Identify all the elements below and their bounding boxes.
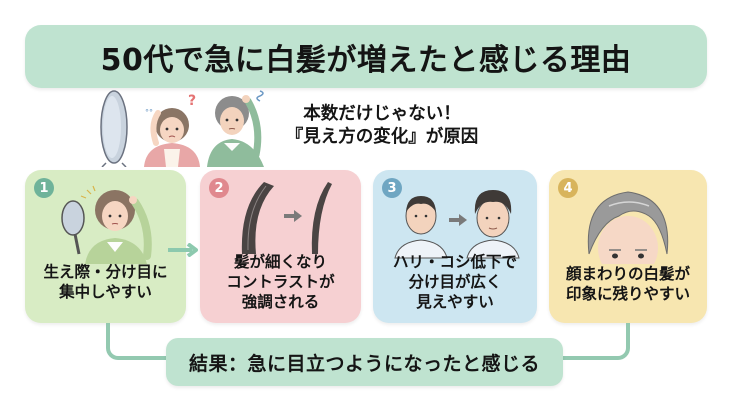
- worried-couple-icon: ? °°: [100, 90, 264, 167]
- subtitle-line-2: 『見え方の変化』が原因: [285, 127, 479, 147]
- card-text-3: ハリ・コシ低下で 分け目が広く 見えやすい: [392, 253, 517, 311]
- svg-text:°°: °°: [145, 108, 153, 117]
- man-hair-volume-change-icon: [394, 190, 520, 259]
- thick-to-thin-hair-strand-icon: [241, 182, 332, 254]
- connector-line-left: [106, 323, 168, 360]
- svg-text:?: ?: [188, 93, 196, 109]
- subtitle-line-1: 本数だけじゃない！: [303, 104, 461, 124]
- gray-haired-face-icon: [587, 191, 669, 264]
- reason-card-3: 3 ハリ・コシ低下で 分け目が広く 見えやすい: [373, 170, 537, 323]
- step-badge-1: 1: [34, 178, 54, 198]
- reason-card-1: 1 生え際・分け目に 集中しやすい: [25, 170, 186, 323]
- reason-card-2: 2 髪が細くなり コントラストが 強調される: [200, 170, 361, 323]
- arrow-right-icon: [168, 243, 198, 257]
- title-banner: 50代で急に白髪が増えたと感じる理由: [25, 25, 707, 88]
- step-badge-3: 3: [382, 178, 402, 198]
- step-badge-4: 4: [558, 178, 578, 198]
- connector-line-right: [560, 323, 630, 360]
- card-text-2: 髪が細くなり コントラストが 強調される: [226, 253, 335, 311]
- result-text: 結果：急に目立つようになったと感じる: [188, 352, 540, 375]
- reason-card-4: 4 顔まわりの白髪が 印象に残りやすい: [549, 170, 707, 323]
- woman-with-hand-mirror-icon: [61, 185, 152, 264]
- subtitle: 本数だけじゃない！ 『見え方の変化』が原因: [262, 103, 502, 149]
- page-title: 50代で急に白髪が増えたと感じる理由: [100, 42, 632, 78]
- result-box: 結果：急に目立つようになったと感じる: [166, 338, 563, 386]
- card-text-4: 顔まわりの白髪が 印象に残りやすい: [565, 265, 690, 303]
- card-text-1: 生え際・分け目に 集中しやすい: [43, 263, 168, 301]
- step-badge-2: 2: [209, 178, 229, 198]
